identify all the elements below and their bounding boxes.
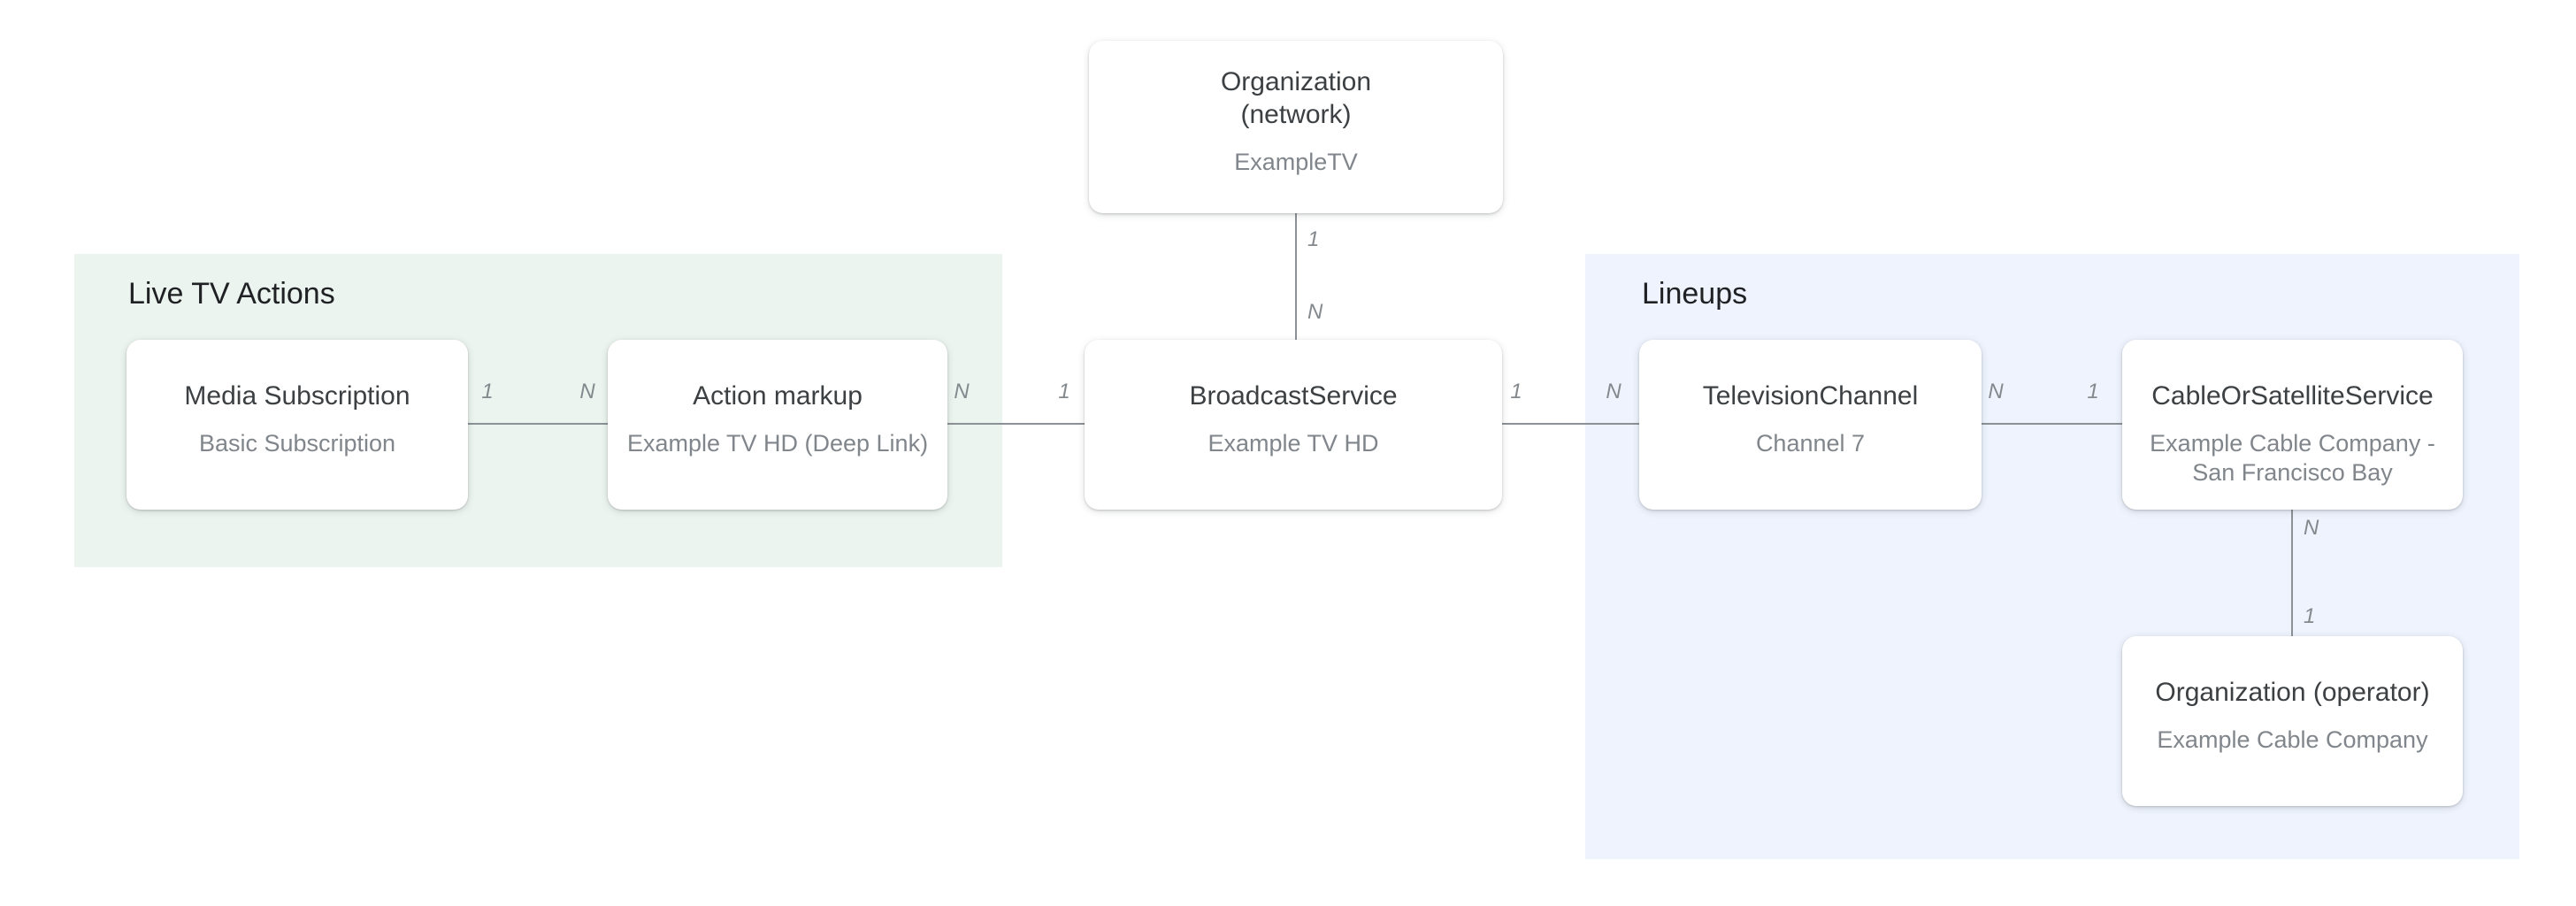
- node-title: BroadcastService: [1189, 381, 1398, 411]
- node-title: Organization (network): [1220, 67, 1372, 129]
- node-title: Media Subscription: [184, 381, 410, 411]
- cardinality-label: 1: [1307, 227, 1320, 251]
- node-subtitle: ExampleTV: [1234, 149, 1358, 175]
- region-lineups-label: Lineups: [1642, 277, 1748, 311]
- cardinality-label: N: [1307, 300, 1323, 324]
- region-live-tv-actions-label: Live TV Actions: [128, 277, 335, 311]
- cardinality-label: 1: [1058, 380, 1070, 403]
- node-subtitle: Example Cable Company - San Francisco Ba…: [2150, 430, 2435, 486]
- node-organization-network: Organization (network) ExampleTV: [1089, 41, 1503, 213]
- edge-media-subscription-action-markup: [468, 423, 608, 425]
- node-title: Action markup: [693, 381, 862, 411]
- cardinality-label: 1: [481, 380, 494, 403]
- node-broadcast-service: BroadcastService Example TV HD: [1085, 340, 1502, 510]
- cardinality-label: 1: [2087, 380, 2099, 403]
- node-subtitle: Channel 7: [1755, 430, 1866, 457]
- cardinality-label: N: [2304, 516, 2319, 540]
- cardinality-label: N: [1988, 380, 2004, 403]
- node-subtitle: Basic Subscription: [198, 430, 396, 457]
- node-organization-operator: Organization (operator) Example Cable Co…: [2122, 636, 2463, 806]
- node-title: CableOrSatelliteService: [2151, 381, 2434, 411]
- edge-broadcast-service-television-channel: [1502, 423, 1639, 425]
- node-cable-or-satellite-service: CableOrSatelliteService Example Cable Co…: [2122, 340, 2463, 510]
- node-subtitle: Example TV HD (Deep Link): [626, 430, 929, 457]
- cardinality-label: N: [579, 380, 595, 403]
- cardinality-label: 1: [2304, 604, 2316, 628]
- node-title: Organization (operator): [2155, 678, 2430, 707]
- edge-cable-service-organization-operator: [2291, 510, 2293, 636]
- cardinality-label: N: [954, 380, 970, 403]
- edge-organization-network-broadcast-service: [1295, 213, 1297, 340]
- node-subtitle: Example Cable Company: [2157, 726, 2428, 753]
- node-media-subscription: Media Subscription Basic Subscription: [126, 340, 468, 510]
- edge-television-channel-cable-service: [1982, 423, 2122, 425]
- node-subtitle: Example TV HD: [1208, 430, 1379, 457]
- cardinality-label: 1: [1510, 380, 1522, 403]
- edge-action-markup-broadcast-service: [947, 423, 1088, 425]
- node-title: TelevisionChannel: [1702, 381, 1919, 411]
- cardinality-label: N: [1606, 380, 1622, 403]
- node-action-markup: Action markup Example TV HD (Deep Link): [608, 340, 947, 510]
- node-television-channel: TelevisionChannel Channel 7: [1639, 340, 1982, 510]
